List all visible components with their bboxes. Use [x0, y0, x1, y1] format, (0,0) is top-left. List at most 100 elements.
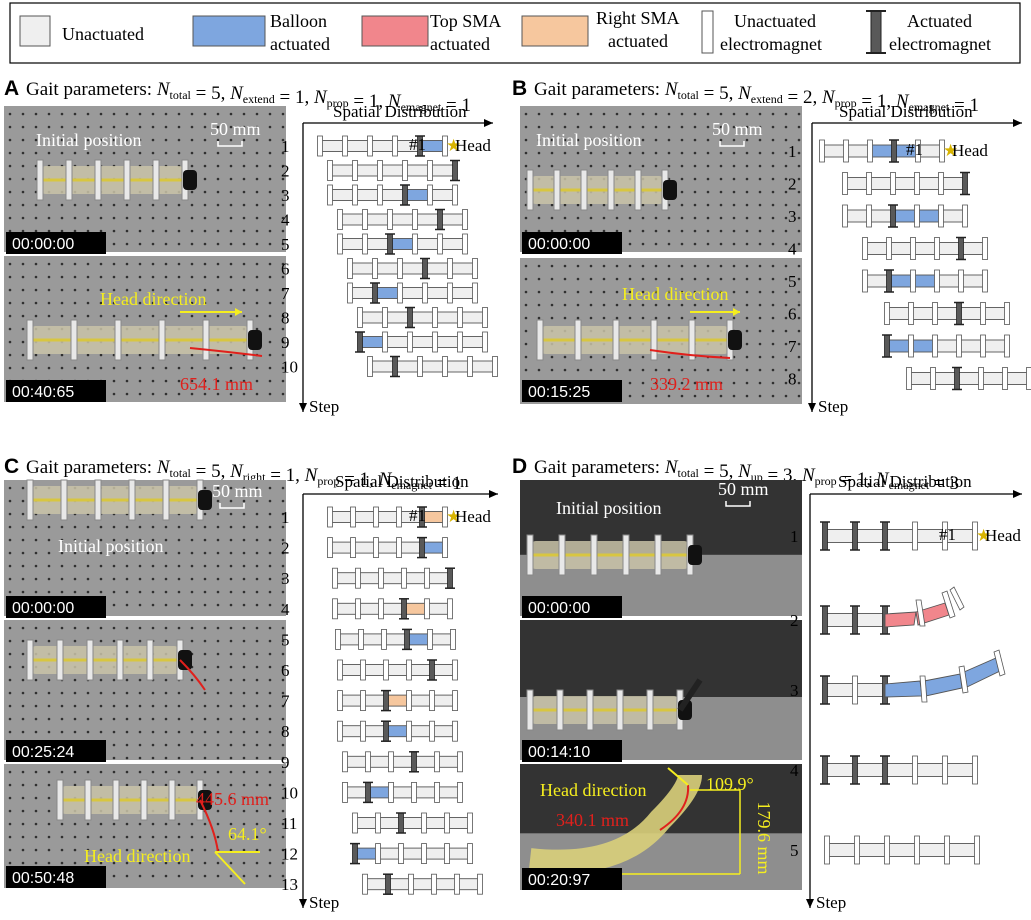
robot-segment-ring — [65, 159, 73, 201]
electromagnet — [327, 160, 333, 181]
pegboard-hole — [268, 809, 272, 813]
robot-segment — [431, 725, 456, 738]
pegboard-hole — [229, 151, 233, 155]
pegboard-hole — [112, 314, 116, 318]
pegboard-hole — [190, 835, 194, 839]
robot-segment — [944, 763, 976, 777]
pegboard-hole — [8, 275, 12, 279]
pegboard-hole — [745, 381, 749, 385]
pegboard-hole — [550, 164, 554, 168]
pegboard-hole — [125, 691, 129, 695]
pegboard-hole — [99, 590, 103, 594]
pegboard-hole — [138, 275, 142, 279]
pegboard-hole — [242, 678, 246, 682]
electromagnet-actuated — [372, 282, 378, 304]
pegboard-hole — [732, 229, 736, 233]
pegboard-hole — [537, 216, 541, 220]
pegboard-hole — [745, 216, 749, 220]
robot-segment — [409, 336, 436, 348]
robot-segment — [940, 209, 966, 223]
pegboard-hole — [281, 288, 285, 292]
electromagnet — [396, 506, 402, 528]
head-direction-arrow — [214, 851, 246, 885]
electromagnet — [382, 307, 388, 328]
pegboard-hole — [589, 277, 593, 281]
pegboard-hole — [255, 691, 259, 695]
legend-label-unact-em-2: electromagnet — [720, 34, 822, 54]
robot-segment-ring — [558, 534, 566, 576]
electromagnet — [397, 282, 403, 304]
robot-segment — [339, 213, 366, 226]
pegboard-hole — [229, 639, 233, 643]
pegboard-hole — [99, 216, 103, 220]
pegboard-hole — [693, 381, 697, 385]
pegboard-hole — [216, 499, 220, 503]
pegboard-hole — [8, 190, 12, 194]
pegboard-hole — [719, 190, 723, 194]
robot-segment — [426, 602, 451, 615]
scale-bar-label: 50 mm — [712, 119, 763, 139]
pegboard-hole — [242, 770, 246, 774]
robot-segment — [854, 683, 886, 697]
pegboard-hole — [34, 288, 38, 292]
pegboard-hole — [60, 125, 64, 129]
pegboard-hole — [216, 216, 220, 220]
pegboard-hole — [628, 355, 632, 359]
robot-segment-ring — [622, 534, 630, 576]
pegboard-hole — [34, 678, 38, 682]
electromagnet — [884, 835, 890, 865]
panel-letter-b: B — [512, 77, 527, 100]
electromagnet — [337, 659, 343, 681]
pegboard-hole — [229, 125, 233, 129]
pegboard-hole — [164, 678, 168, 682]
pegboard-hole — [125, 770, 129, 774]
robot-segment — [364, 213, 391, 226]
pegboard-hole — [563, 368, 567, 372]
pegboard-hole — [563, 277, 567, 281]
pegboard-hole — [268, 216, 272, 220]
pegboard-hole — [34, 538, 38, 542]
pegboard-hole — [138, 626, 142, 630]
electromagnet — [342, 782, 348, 803]
pegboard-hole — [242, 551, 246, 555]
pegboard-hole — [21, 590, 25, 594]
pegboard-hole — [615, 164, 619, 168]
pegboard-hole — [112, 379, 116, 383]
pegboard-hole — [550, 368, 554, 372]
pegboard-hole — [177, 262, 181, 266]
pegboard-hole — [216, 603, 220, 607]
pegboard-hole — [255, 512, 259, 516]
pegboard-hole — [281, 177, 285, 181]
pegboard-hole — [60, 848, 64, 852]
electromagnet — [367, 135, 373, 157]
legend-swatch-unactuated — [19, 15, 51, 47]
pegboard-hole — [216, 112, 220, 116]
gait-parameters-b: Gait parameters: Ntotal = 5, Nextend = 2… — [534, 79, 979, 116]
pegboard-hole — [138, 730, 142, 734]
pegboard-hole — [151, 538, 155, 542]
pegboard-hole — [281, 275, 285, 279]
pegboard-hole — [667, 277, 671, 281]
pegboard-hole — [268, 392, 272, 396]
robot-segment — [367, 755, 392, 768]
pegboard-hole — [164, 691, 168, 695]
robot-segment-ring — [114, 319, 122, 361]
robot-segment — [424, 287, 451, 299]
pegboard-hole — [242, 665, 246, 669]
panel-letter-d: D — [512, 455, 527, 478]
pegboard-hole — [216, 704, 220, 708]
pegboard-hole — [190, 164, 194, 168]
pegboard-hole — [99, 704, 103, 708]
pegboard-hole — [784, 355, 788, 359]
pegboard-hole — [216, 796, 220, 800]
electromagnet — [434, 751, 440, 773]
pegboard-hole — [281, 327, 285, 331]
pegboard-hole — [242, 717, 246, 721]
pegboard-hole — [229, 874, 233, 878]
robot-segment — [940, 177, 966, 190]
robot-segment — [360, 633, 385, 646]
pegboard-hole — [602, 125, 606, 129]
pegboard-hole — [732, 303, 736, 307]
pegboard-hole — [667, 368, 671, 372]
pegboard-hole — [125, 379, 129, 383]
